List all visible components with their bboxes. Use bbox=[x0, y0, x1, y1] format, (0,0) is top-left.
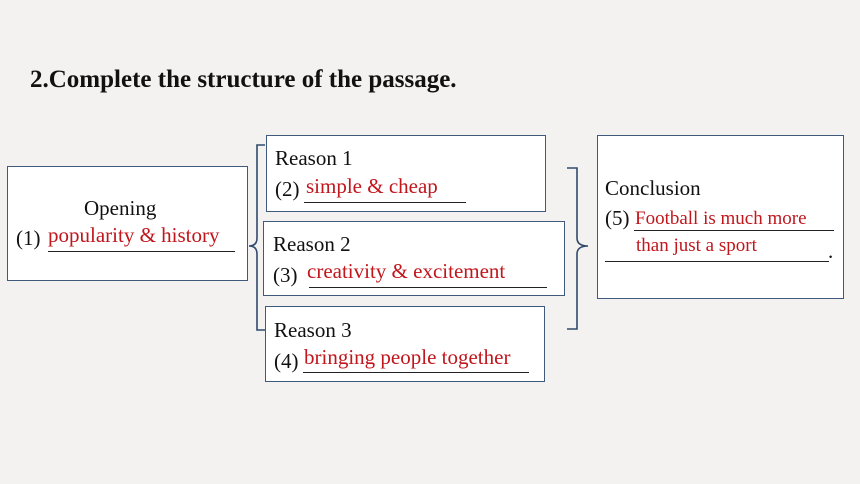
opening-blank[interactable] bbox=[48, 251, 235, 252]
opening-label: Opening bbox=[84, 196, 157, 220]
reason-2-number: (3) bbox=[273, 263, 298, 287]
reason-3-number: (4) bbox=[274, 349, 299, 373]
reason-2-label: Reason 2 bbox=[273, 232, 351, 256]
conclusion-answer-line-2: than just a sport bbox=[636, 235, 757, 256]
reason-3-box: Reason 3 (4) bringing people together bbox=[265, 306, 545, 382]
reason-1-blank[interactable] bbox=[304, 202, 466, 203]
opening-number: (1) bbox=[16, 226, 41, 250]
reason-1-box: Reason 1 (2) simple & cheap bbox=[266, 135, 546, 212]
conclusion-blank-1[interactable] bbox=[634, 230, 834, 231]
conclusion-answer-line-1: Football is much more bbox=[635, 208, 807, 229]
reason-3-answer: bringing people together bbox=[304, 345, 511, 369]
reason-3-blank[interactable] bbox=[303, 372, 529, 373]
conclusion-number: (5) bbox=[605, 206, 630, 230]
left-brace bbox=[248, 144, 265, 331]
opening-answer: popularity & history bbox=[48, 223, 220, 247]
conclusion-blank-2[interactable] bbox=[605, 261, 829, 262]
right-brace bbox=[567, 167, 589, 330]
reason-2-box: Reason 2 (3) creativity & excitement bbox=[263, 221, 565, 296]
reason-3-label: Reason 3 bbox=[274, 318, 352, 342]
reason-2-blank[interactable] bbox=[309, 287, 547, 288]
reason-2-answer: creativity & excitement bbox=[307, 259, 506, 283]
reason-1-label: Reason 1 bbox=[275, 146, 353, 170]
exercise-title: 2.Complete the structure of the passage. bbox=[30, 66, 457, 93]
opening-box: Opening (1) popularity & history bbox=[7, 166, 248, 281]
reason-1-answer: simple & cheap bbox=[306, 174, 438, 198]
conclusion-label: Conclusion bbox=[605, 176, 701, 200]
reason-1-number: (2) bbox=[275, 177, 300, 201]
conclusion-end-mark: . bbox=[828, 239, 834, 263]
conclusion-box: Conclusion (5) Football is much more tha… bbox=[597, 135, 844, 299]
